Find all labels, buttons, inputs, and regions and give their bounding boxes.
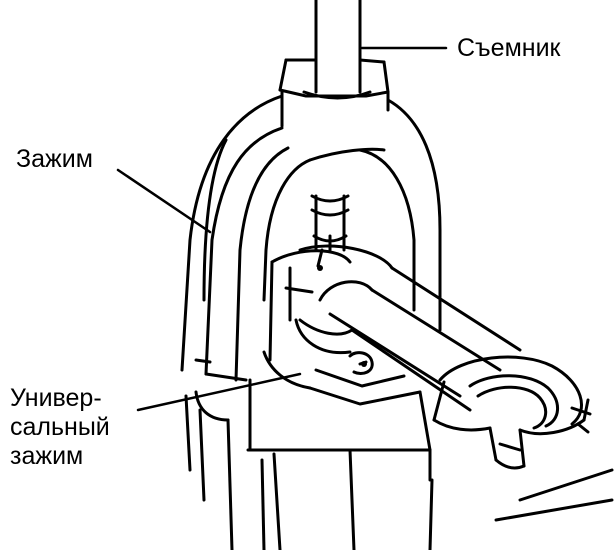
clamp-top-block — [278, 58, 390, 128]
label-universal-line-1: Универ- — [10, 384, 102, 412]
leader-clamp — [116, 168, 212, 234]
leader-lines — [116, 46, 448, 412]
base-support — [494, 468, 614, 522]
puller-shaft — [302, 0, 372, 100]
label-universal-clamp: Универ- сальный зажим — [10, 384, 110, 471]
label-universal-line-3: зажим — [10, 442, 84, 470]
press-pin — [310, 194, 350, 268]
oil-hole-dot — [361, 361, 367, 367]
label-universal-line-2: сальный — [10, 413, 110, 441]
universal-clamp — [184, 350, 434, 550]
label-puller: Съемник — [457, 34, 561, 62]
label-clamp: Зажим — [16, 145, 93, 173]
clamp-arch — [180, 94, 442, 382]
pivot-dot — [317, 265, 323, 271]
connecting-rod — [268, 244, 592, 470]
leader-universal — [136, 372, 302, 412]
